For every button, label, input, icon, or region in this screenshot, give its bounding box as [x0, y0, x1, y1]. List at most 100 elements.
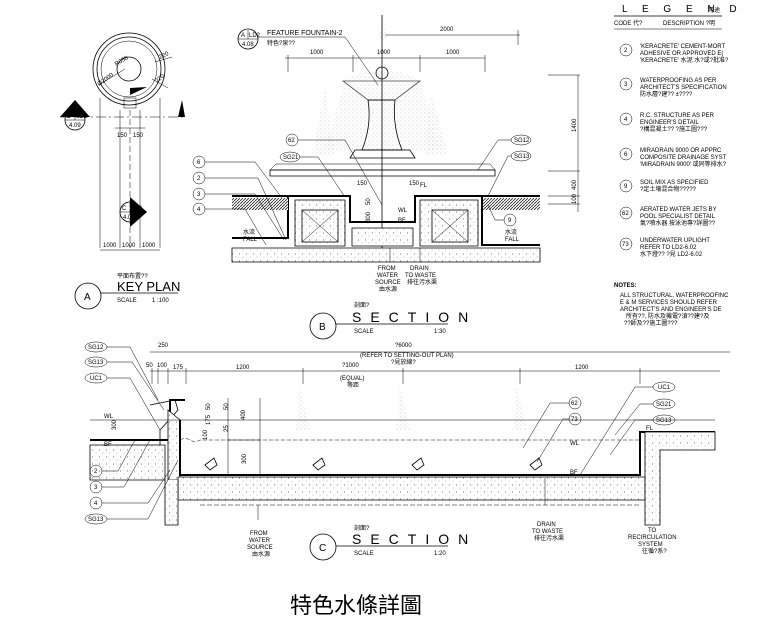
tag-sg13[interactable]: SG13	[487, 150, 532, 197]
legend-description-line: POOL SPECIALIST DETAIL	[640, 214, 716, 220]
svg-text:SG13: SG13	[88, 360, 104, 366]
fall-cn: 水流	[243, 228, 255, 236]
svg-text:LD2: LD2	[131, 206, 143, 212]
dim-1000-3: 1000	[446, 50, 460, 56]
svg-text:3: 3	[197, 192, 201, 198]
svg-text:9: 9	[508, 218, 512, 224]
legend-description-line: R.C. STRUCTURE AS PER	[640, 113, 715, 119]
svg-text:排往污水渠: 排往污水渠	[407, 278, 437, 286]
svg-text:TO WASTE: TO WASTE	[405, 273, 436, 279]
svg-text:SCALE: SCALE	[354, 329, 374, 335]
legend-description-line: ARCHITECT'S SPECIFICATION	[640, 85, 727, 91]
svg-text:SECTION: SECTION	[352, 531, 477, 547]
svg-text:剖面?: 剖面?	[354, 524, 370, 532]
dim-1000-equal: ?1000	[342, 363, 359, 369]
tag-4-c[interactable]: 4	[89, 469, 171, 510]
tag-sg21-c[interactable]: SG21	[614, 398, 676, 436]
tag-2-c[interactable]: 2	[89, 439, 136, 478]
legend-description-line: 'KERACRETE' CEMENT-MORT	[640, 44, 726, 50]
section-marker-b[interactable]: B LD2 4.09	[60, 100, 90, 131]
svg-text:4.09: 4.09	[123, 215, 135, 221]
tag-2[interactable]: 2	[192, 171, 287, 241]
svg-text:RECIRCULATION: RECIRCULATION	[628, 535, 677, 541]
dim-250: 250	[158, 343, 169, 349]
svg-text:300: 300	[112, 419, 118, 430]
svg-text:所有??, 防水及機電?須??建?及: 所有??, 防水及機電?須??建?及	[626, 312, 709, 320]
legend-code-badge	[619, 206, 633, 220]
level-wl: WL	[398, 208, 408, 214]
drawing-title: 特色水條詳圖	[290, 594, 423, 619]
legend-description-line: REFER TO LD2-6.02	[640, 245, 697, 251]
tag-sg21[interactable]: SG21	[279, 151, 346, 198]
legend: L E G E N D 用途 CODE 代? DESCRIPTION ?明 2'…	[614, 4, 743, 327]
legend-code-badge	[619, 147, 633, 161]
svg-text:2: 2	[197, 176, 201, 182]
soil-layer	[232, 198, 288, 210]
svg-text:KEY PLAN: KEY PLAN	[117, 279, 180, 294]
svg-text:DRAIN: DRAIN	[410, 266, 429, 272]
svg-text:?見放線?: ?見放線?	[391, 358, 416, 366]
svg-text:等距: 等距	[347, 381, 359, 389]
section-c: ?6000 (REFER TO SETTING-OUT PLAN) ?見放線? …	[84, 341, 730, 561]
legend-description-line: 水下燈?? ?見 LD2-6.02	[640, 250, 703, 258]
legend-code-badge	[619, 43, 633, 57]
svg-text:WATER: WATER	[249, 538, 271, 544]
tag-4[interactable]: 4	[192, 202, 267, 246]
from-water-source-label: FROM WATER SOURCE 由水源	[375, 266, 401, 293]
tag-sg12[interactable]: SG12	[477, 134, 532, 171]
tag-3-c[interactable]: 3	[89, 439, 151, 494]
dim-1200-right: 1200	[575, 365, 589, 371]
legend-heading: L E G E N D	[622, 4, 743, 15]
svg-text:62: 62	[571, 401, 578, 407]
tag-6[interactable]: 6	[192, 155, 283, 199]
svg-text:往循?系?: 往循?系?	[642, 547, 667, 555]
dim-150a: 150	[117, 133, 128, 139]
legend-code: 9	[624, 184, 628, 190]
svg-text:FALL: FALL	[505, 237, 520, 243]
tag-uc1-c-right[interactable]: UC1	[579, 381, 676, 476]
svg-text:100: 100	[157, 363, 168, 369]
callout-feature-fountain[interactable]: A LD2 4.08 FEATURE FOUNTAIN-2 特色?泉??	[237, 28, 379, 86]
north-flag-icon	[130, 87, 147, 95]
water-line	[179, 438, 640, 442]
plan-outer-ring	[92, 32, 166, 106]
svg-text:SG13: SG13	[656, 418, 672, 424]
svg-text:4.08: 4.08	[242, 42, 254, 48]
dim-1000b: 1000	[122, 243, 136, 249]
tag-73-c[interactable]: 73	[536, 412, 582, 463]
base-slab	[231, 247, 541, 263]
section-marker-c[interactable]: C LD2 4.09	[119, 197, 147, 227]
key-plan: R650 Ø2000 220 220 B LD2 4.09 150 150 C	[60, 32, 185, 310]
tag-62-c[interactable]: 62	[522, 396, 582, 449]
svg-text:??師及??施工圖???: ??師及??施工圖???	[624, 319, 678, 327]
svg-text:SYSTEM: SYSTEM	[638, 542, 663, 548]
fountain-spray	[312, 3, 448, 155]
legend-col-code: CODE 代?	[614, 19, 643, 27]
svg-text:400: 400	[241, 409, 247, 420]
tag-9[interactable]: 9	[487, 204, 517, 227]
dim-1400: 1400	[572, 118, 578, 132]
dim-6000: ?6000	[395, 343, 412, 349]
tag-uc1-c[interactable]: UC1	[84, 372, 161, 431]
tag-62[interactable]: 62	[285, 133, 383, 206]
svg-text:A: A	[84, 292, 91, 303]
drain-to-waste-c: DRAIN TO WASTE 排往污水渠	[532, 522, 564, 542]
tag-sg12-c[interactable]: SG12	[84, 341, 159, 401]
legend-description-line: 'MIRADRAIN 9000' 或同等排水?	[640, 160, 727, 168]
tag-3[interactable]: 3	[192, 187, 285, 241]
legend-description-line: ADHESIVE OR APPROVED E(	[640, 51, 723, 57]
tag-sg13-c-lower[interactable]: SG13	[84, 459, 179, 525]
tag-sg13-c-right[interactable]: SG13	[609, 414, 676, 456]
legend-code-badge	[619, 112, 633, 126]
legend-description-line: COMPOSITE DRAINAGE SYST	[640, 155, 727, 161]
refer-setting-out: (REFER TO SETTING-OUT PLAN)	[360, 353, 454, 359]
svg-text:(EQUAL): (EQUAL)	[340, 376, 364, 382]
tag-sg13-c[interactable]: SG13	[84, 356, 165, 411]
svg-text:UC1: UC1	[90, 376, 103, 382]
fall-label: FALL	[243, 237, 258, 243]
svg-text:SECTION: SECTION	[352, 309, 477, 325]
